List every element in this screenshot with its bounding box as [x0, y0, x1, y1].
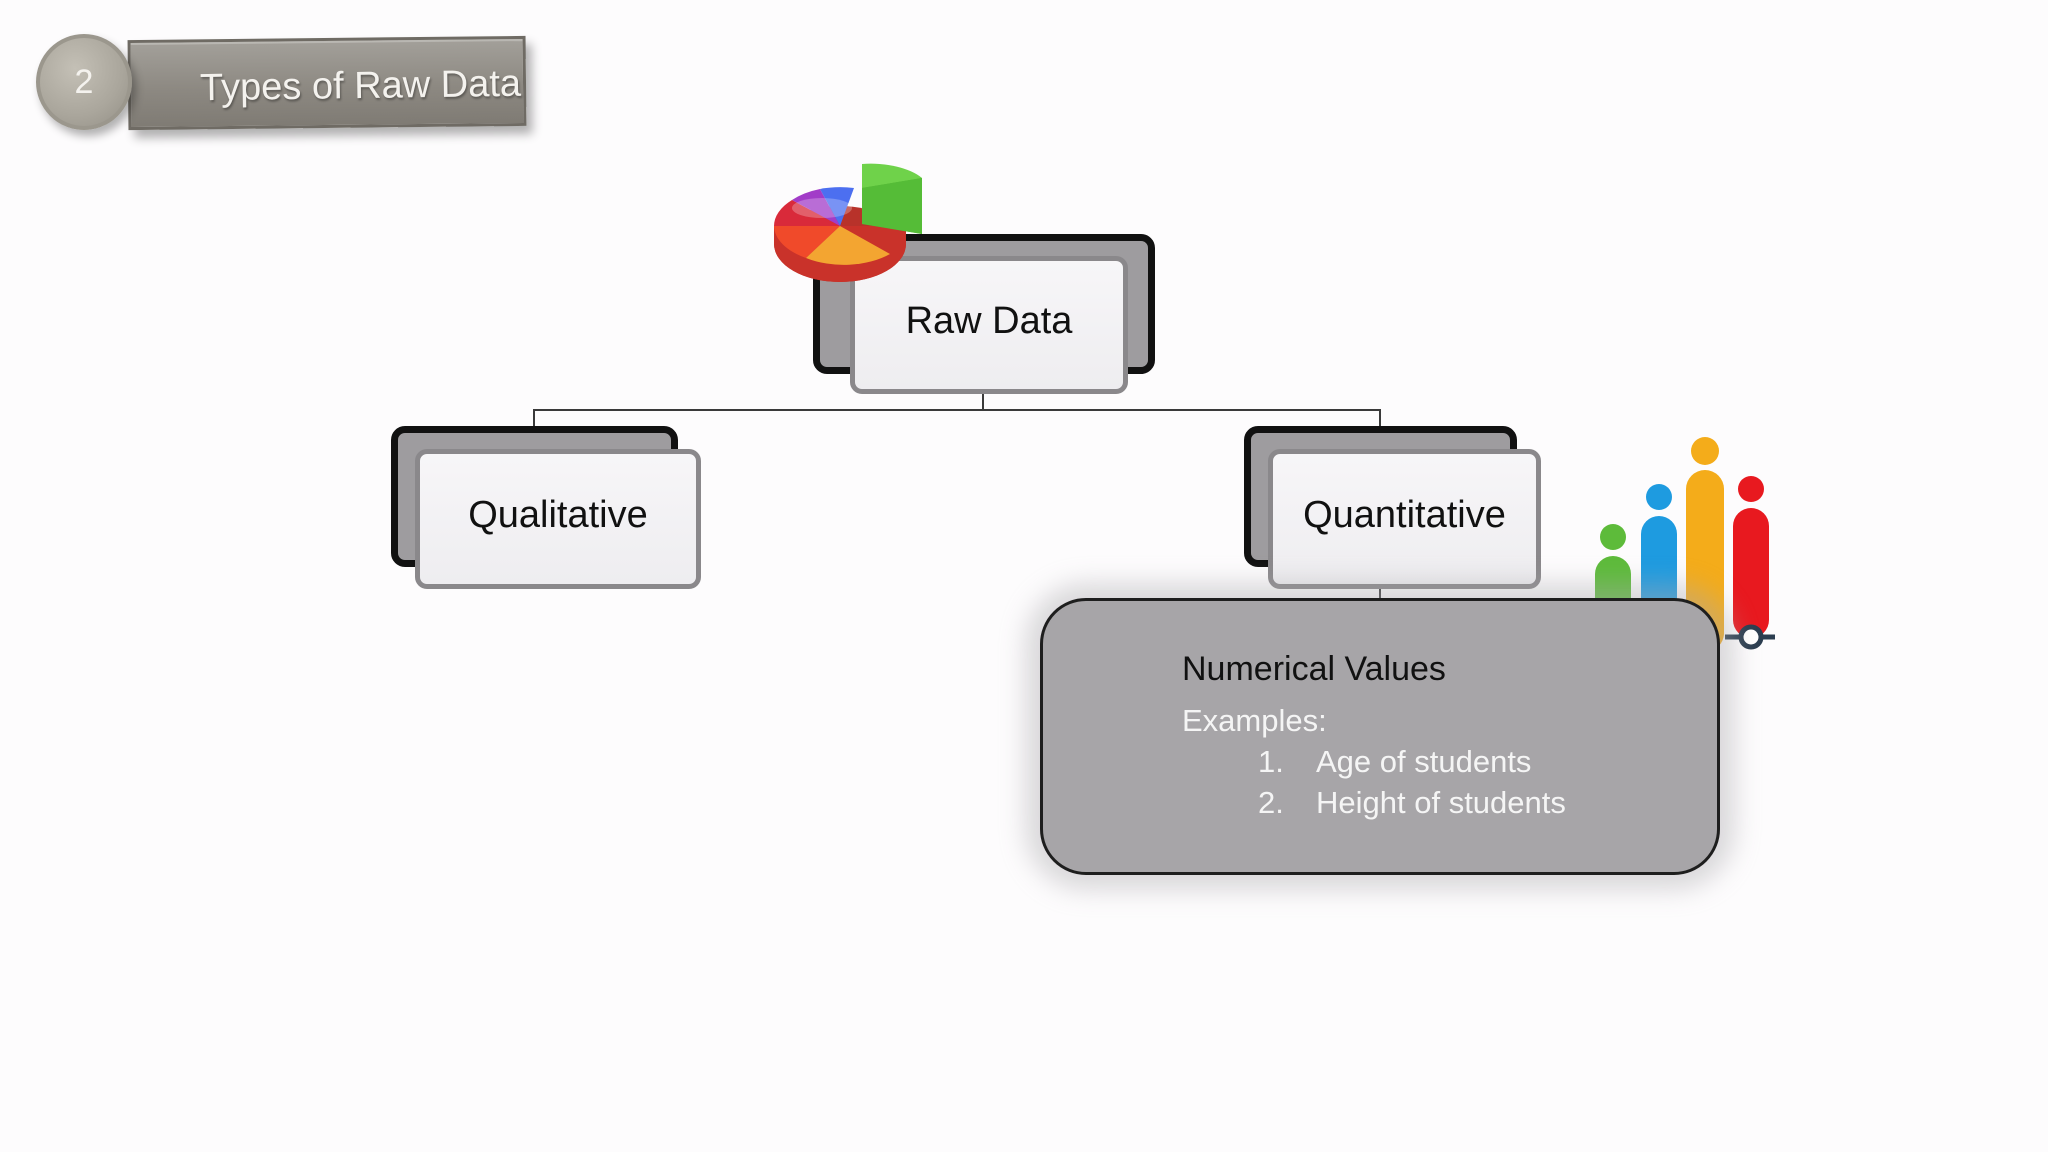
slide-title: Types of Raw Data	[199, 62, 522, 110]
example-number: 1.	[1258, 744, 1284, 779]
quantitative-detail-panel	[1040, 598, 1720, 875]
connector-left-drop	[533, 409, 535, 429]
detail-heading: Numerical Values	[1182, 650, 1446, 688]
connector-horizontal	[533, 409, 1381, 411]
detail-subheading: Examples:	[1182, 703, 1327, 738]
root-node	[850, 256, 1128, 394]
qualitative-node	[415, 449, 701, 589]
slide-number-badge	[36, 34, 132, 130]
example-number: 2.	[1258, 785, 1284, 820]
quantitative-node-label: Quantitative	[1303, 494, 1506, 536]
root-node-label: Raw Data	[905, 300, 1073, 342]
quantitative-node	[1268, 449, 1541, 589]
slide-number: 2	[74, 63, 94, 101]
connector-right-drop	[1379, 409, 1381, 429]
qualitative-node-label: Qualitative	[468, 494, 648, 536]
pie-chart-3d-icon	[762, 148, 932, 308]
example-text: Age of students	[1316, 744, 1532, 779]
example-text: Height of students	[1316, 785, 1566, 820]
